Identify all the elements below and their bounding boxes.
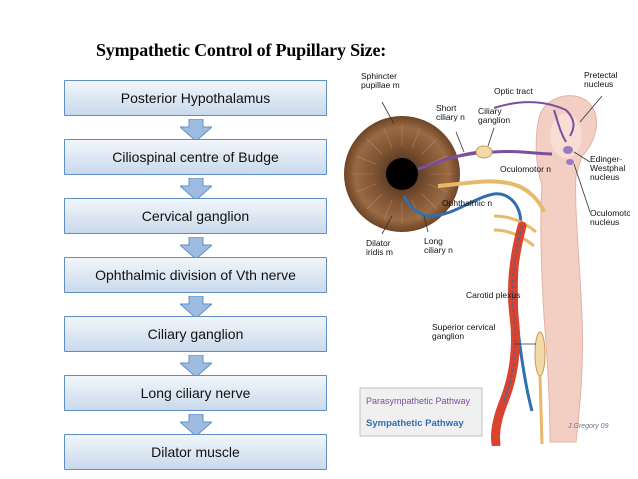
legend-parasympathetic: Parasympathetic Pathway	[366, 396, 471, 406]
carotid-plexus-line	[503, 225, 523, 402]
carotid-artery-shape	[491, 221, 527, 446]
label-optic-tract: Optic tract	[494, 86, 533, 96]
optic-tract-line	[493, 101, 567, 111]
step-ciliospinal-centre: Ciliospinal centre of Budge	[64, 139, 327, 175]
page-title: Sympathetic Control of Pupillary Size:	[96, 40, 387, 60]
step-ophthalmic-division: Ophthalmic division of Vth nerve	[64, 257, 327, 293]
step-posterior-hypothalamus: Posterior Hypothalamus	[64, 80, 327, 116]
down-arrow-icon	[180, 119, 212, 141]
label-ophthalmic: Ophthalmic n	[442, 198, 492, 208]
superior-cervical-ganglion-shape	[534, 331, 546, 377]
step-dilator-muscle: Dilator muscle	[64, 434, 327, 470]
legend-sympathetic: Sympathetic Pathway	[366, 418, 464, 429]
down-arrow-icon	[180, 237, 212, 259]
label-carotid: Carotid plexus	[466, 290, 520, 300]
legend-box	[359, 387, 483, 437]
iris-texture	[352, 124, 452, 224]
brainstem-shape	[535, 95, 597, 443]
down-arrow-icon	[180, 414, 212, 436]
leader-lines	[381, 95, 603, 345]
step-cervical-ganglion: Cervical ganglion	[64, 198, 327, 234]
pupil-shape	[386, 158, 418, 190]
trigeminal-branches	[493, 214, 537, 248]
ophthalmic-nerve-line	[437, 179, 546, 213]
edinger-westphal-nucleus	[563, 146, 573, 154]
long-ciliary-nerve-line	[402, 192, 534, 412]
sympathetic-trunk-line	[538, 375, 544, 445]
down-arrow-icon	[180, 178, 212, 200]
step-long-ciliary-nerve: Long ciliary nerve	[64, 375, 327, 411]
credit-text: J.Gregory 09	[567, 423, 609, 430]
down-arrow-icon	[180, 355, 212, 377]
ciliary-ganglion-shape	[475, 145, 493, 159]
oculomotor-nucleus-shape	[566, 159, 574, 165]
step-ciliary-ganglion: Ciliary ganglion	[64, 316, 327, 352]
down-arrow-icon	[180, 296, 212, 318]
pretectal-fibers	[553, 109, 575, 143]
label-oculomotor-n: Oculomotor n	[500, 164, 551, 174]
short-ciliary-nerve-line	[435, 151, 477, 165]
